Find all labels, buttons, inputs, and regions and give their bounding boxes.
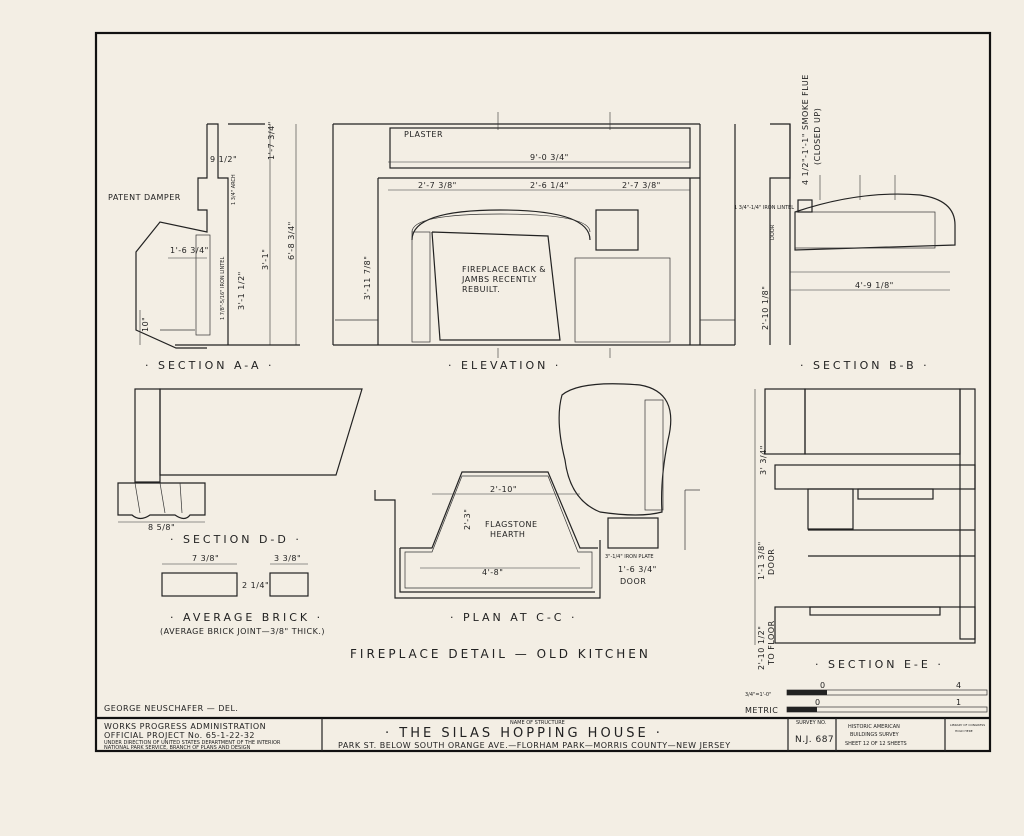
section-ee-drawing [754, 388, 976, 645]
dim-2-3: 2'-3" [463, 509, 472, 530]
dim-1-6-plan: 1'-6 3/4" [618, 565, 657, 574]
habs-line-1: HISTORIC AMERICAN [848, 724, 900, 730]
delineator-credit: GEORGE NEUSCHAFER — DEL. [104, 704, 238, 713]
structure-name: · THE SILAS HOPPING HOUSE · [385, 726, 663, 741]
structure-name-label: NAME OF STRUCTURE [510, 720, 565, 726]
iron-lintel-aa-note: 1 7/8"-5/16" IRON LINTEL [220, 257, 226, 320]
to-floor-note: TO FLOOR [767, 620, 776, 666]
section-dd-drawing [117, 388, 363, 523]
dim-2-10-bb: 2'-10 1/8" [761, 286, 770, 330]
patent-damper-note: PATENT DAMPER [108, 193, 181, 202]
dim-4-8: 4'-8" [482, 568, 503, 577]
dim-3-3: 3' 3/4" [759, 445, 768, 475]
dim-brick-end: 3 3/8" [274, 554, 301, 563]
scale-tick-0b: 0 [815, 698, 821, 707]
plaster-note: PLASTER [404, 130, 443, 139]
section-aa-caption: · SECTION A-A · [145, 359, 274, 372]
dim-3-11: 3'-11 7/8" [363, 256, 372, 300]
section-dd-caption: · SECTION D-D · [170, 533, 302, 546]
smoke-flue-note-2: (CLOSED UP) [813, 108, 822, 165]
loc-line-2: HOLD HERE [955, 729, 973, 733]
scale-tick-0: 0 [820, 681, 826, 690]
iron-plate-note: 3"-1/4" IRON PLATE [605, 554, 654, 560]
smoke-flue-note-1: 4 1/2"-1'-1" SMOKE FLUE [801, 74, 810, 185]
arch-note: 1 3/4" ARCH [231, 174, 237, 205]
dim-brick-height: 2 1/4" [242, 581, 269, 590]
dim-4-9: 4'-9 1/8" [855, 281, 894, 290]
average-brick-drawing [161, 563, 309, 597]
elevation-drawing [332, 112, 736, 358]
dim-2-7b: 2'-7 3/8" [622, 181, 661, 190]
dim-3-1-half: 3'-1 1/2" [237, 271, 246, 310]
fireplace-back-note-3: REBUILT. [462, 285, 500, 294]
section-bb-drawing [769, 123, 956, 345]
agency-line-3: UNDER DIRECTION OF UNITED STATES DEPARTM… [104, 740, 281, 746]
flagstone-note-1: FLAGSTONE [485, 520, 538, 529]
habs-line-2: BUILDINGS SURVEY [850, 732, 900, 738]
door-bb-note: DOOR [770, 224, 776, 240]
plan-cc-caption: · PLAN AT C-C · [450, 611, 577, 624]
dim-2-7a: 2'-7 3/8" [418, 181, 457, 190]
agency-line-4: NATIONAL PARK SERVICE, BRANCH OF PLANS A… [104, 745, 251, 751]
dim-2-10-plan: 2'-10" [490, 485, 517, 494]
location-line: PARK ST. BELOW SOUTH ORANGE AVE.—FLORHAM… [338, 741, 731, 750]
door-plan-note: DOOR [620, 577, 646, 586]
dim-1-1: 1'-1 3/8" [757, 541, 766, 580]
scale-tick-1: 1 [956, 698, 962, 707]
main-title: FIREPLACE DETAIL — OLD KITCHEN [350, 647, 651, 661]
dim-6-8: 6'-8 3/4" [287, 221, 296, 260]
sheet-border [94, 31, 992, 753]
dim-10: 10" [141, 317, 150, 332]
dim-1-7: 1'-7 3/4" [267, 121, 276, 160]
dim-2-6: 2'-6 1/4" [530, 181, 569, 190]
fireplace-back-note-1: FIREPLACE BACK & [462, 265, 546, 274]
agency-line-2: OFFICIAL PROJECT No. 65-1-22-32 [104, 731, 255, 740]
door-ee-note: DOOR [767, 549, 776, 575]
dim-1-6-aa: 1'-6 3/4" [170, 246, 209, 255]
scale-tick-4: 4 [956, 681, 962, 690]
dim-3-1: 3'-1" [261, 249, 270, 270]
scale-metric-label: METRIC [745, 706, 778, 715]
section-bb-caption: · SECTION B-B · [800, 359, 930, 372]
flagstone-note-2: HEARTH [490, 530, 525, 539]
scale-imperial-label: 3/4"=1'-0" [745, 692, 771, 698]
section-aa-drawing [135, 123, 300, 349]
dim-brick-length: 7 3/8" [192, 554, 219, 563]
section-ee-caption: · SECTION E-E · [815, 658, 944, 671]
fireplace-back-note-2: JAMBS RECENTLY [461, 275, 537, 284]
agency-line-1: WORKS PROGRESS ADMINISTRATION [104, 722, 266, 731]
dim-overall-width: 9'-0 3/4" [530, 153, 569, 162]
dim-8-dd: 8 5/8" [148, 523, 175, 532]
dim-9-half: 9 1/2" [210, 155, 237, 164]
average-brick-caption: · AVERAGE BRICK · [170, 611, 323, 624]
survey-number: N.J. 687 [795, 735, 834, 745]
iron-lintel-bb-note: 1 3/4"-1/4" IRON LINTEL [734, 205, 794, 211]
survey-label: SURVEY NO. [796, 720, 827, 726]
brick-joint-note: (AVERAGE BRICK JOINT—3/8" THICK.) [160, 627, 325, 636]
title-block [96, 716, 990, 751]
plan-cc-drawing [374, 383, 700, 599]
dim-2-10-ee: 2'-10 1/2" [757, 626, 766, 670]
graphic-scale [786, 689, 988, 713]
sheet-number: SHEET 12 OF 12 SHEETS [845, 741, 907, 747]
elevation-caption: · ELEVATION · [448, 359, 561, 372]
loc-line-1: LIBRARY OF CONGRESS [950, 723, 985, 727]
